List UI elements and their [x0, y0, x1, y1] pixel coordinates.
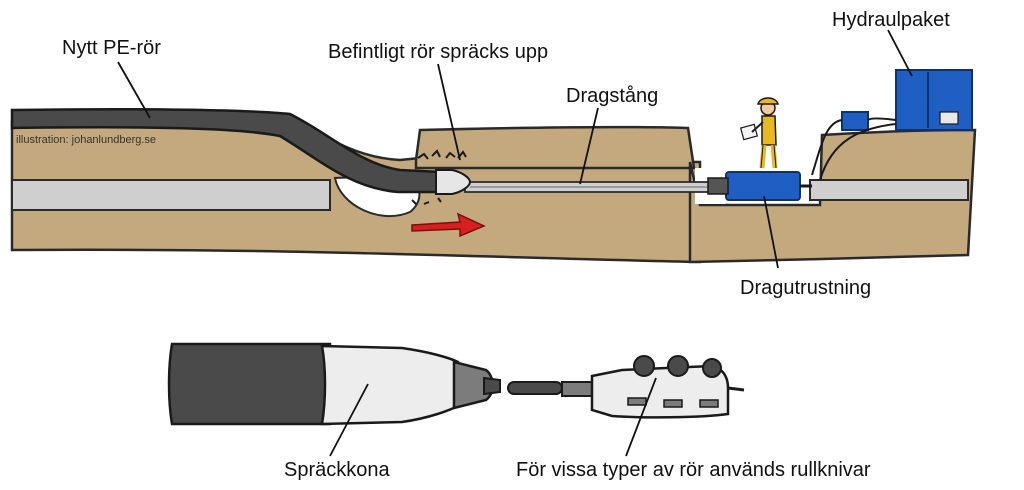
bursting-cone-small	[435, 169, 472, 195]
callout-new-pipe	[117, 61, 151, 119]
callout-pull-rod	[579, 107, 599, 185]
worker-figure	[739, 97, 779, 169]
callout-pulling-equipment	[763, 195, 779, 269]
pipe-fragments	[411, 149, 467, 205]
label-bursting-cone: Spräckkona	[284, 459, 390, 481]
old-pipe-right	[809, 179, 969, 201]
label-roller-knives: För vissa typer av rör används rullkniva…	[516, 459, 871, 481]
label-pulling-equipment: Dragutrustning	[740, 277, 872, 299]
label-pull-rod: Dragstång	[566, 85, 659, 107]
label-existing-pipe-burst: Befintligt rör spräcks upp	[328, 41, 549, 63]
callout-bursting-cone	[329, 383, 369, 457]
callout-roller-knives	[625, 377, 657, 457]
pulling-equipment-unit	[725, 171, 801, 201]
soil-mound	[414, 125, 696, 170]
label-new-pe-pipe: Nytt PE-rör	[62, 37, 161, 59]
hydraulic-hoses	[811, 117, 897, 181]
callout-existing-pipe	[437, 63, 461, 161]
bursting-head-detail	[167, 342, 745, 426]
hydraulic-pack-unit	[895, 69, 973, 131]
label-hydraulic-pack: Hydraulpaket	[832, 9, 950, 31]
callout-hydraulic-pack	[887, 29, 913, 77]
cone-body	[320, 344, 460, 426]
old-pipe-left	[11, 179, 331, 211]
hydraulic-pump	[841, 111, 869, 131]
pull-direction-arrow	[411, 212, 486, 238]
illustration-credit: illustration: johanlundberg.se	[16, 134, 157, 146]
